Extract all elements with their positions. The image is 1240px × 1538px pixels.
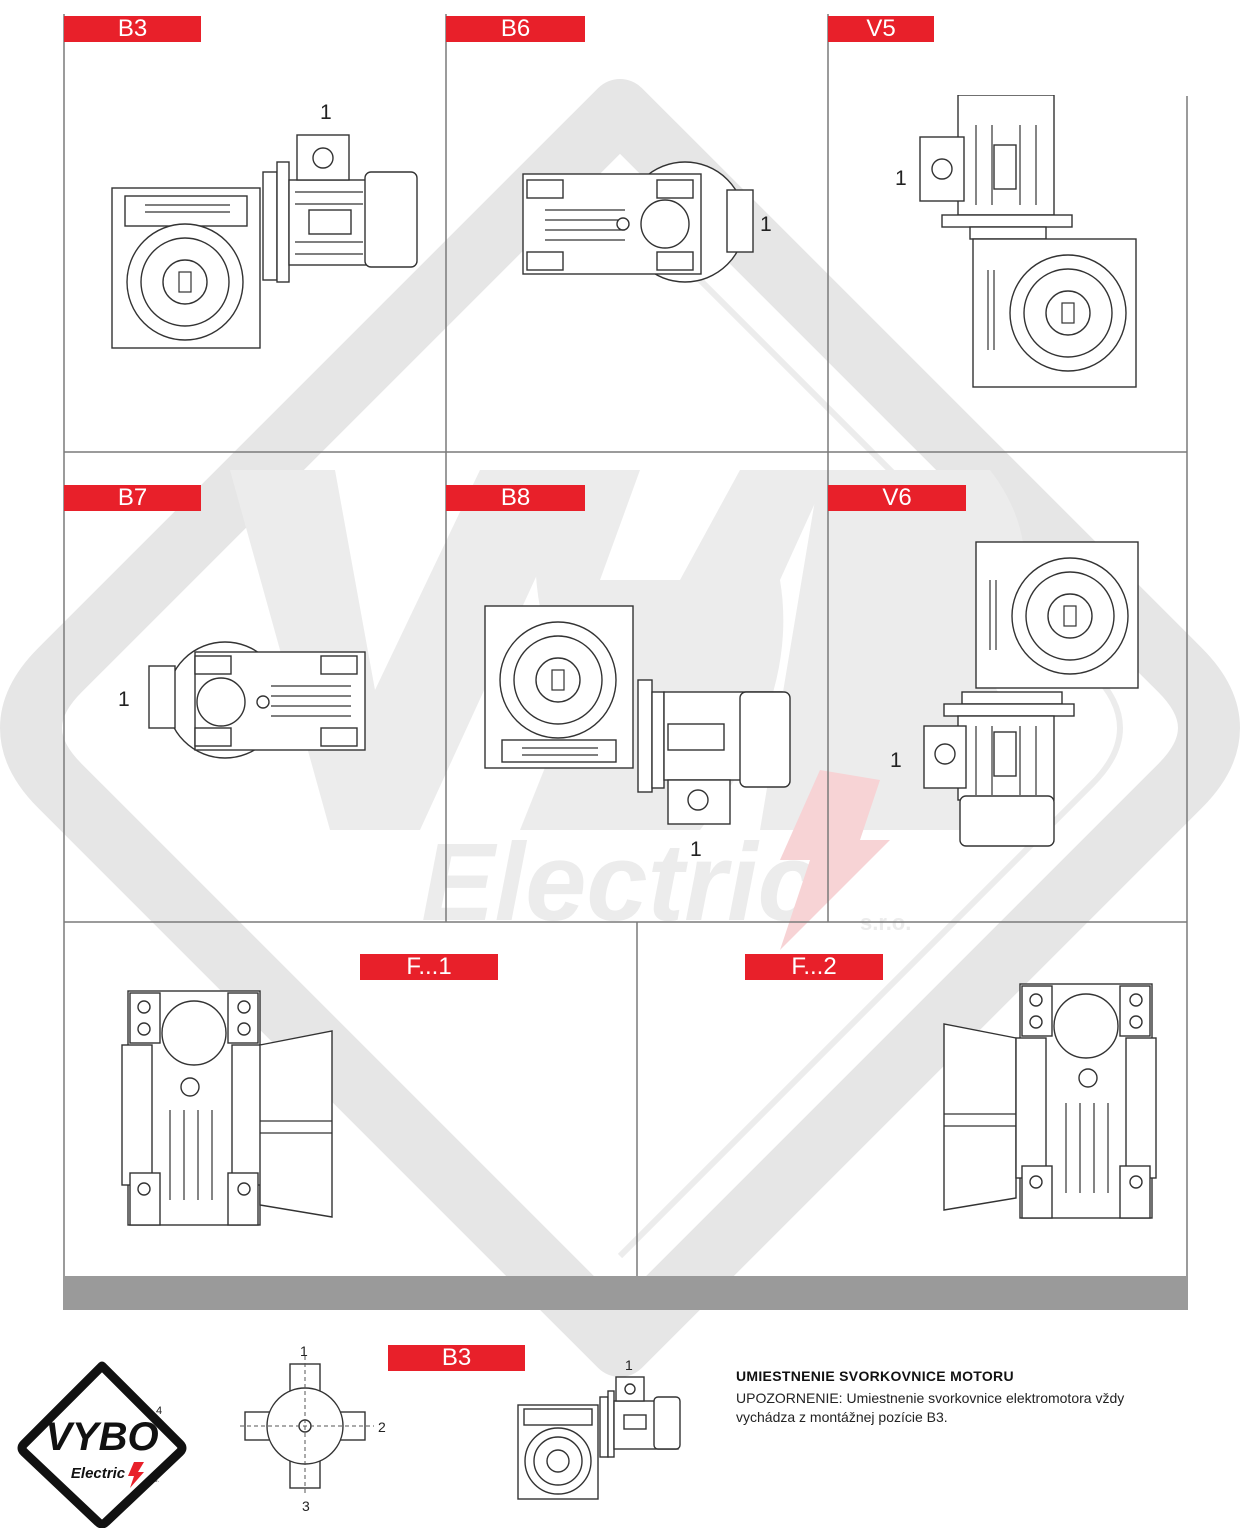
- logo-brand: VYBO: [45, 1415, 158, 1459]
- tag-b3: B3: [64, 16, 201, 42]
- flange-f2-drawing: [943, 983, 1157, 1219]
- terminal-orientation-diagram: [240, 1356, 374, 1496]
- tag-f2: F...2: [745, 954, 883, 980]
- grid: [63, 14, 1188, 1310]
- tag-b6: B6: [446, 16, 585, 42]
- orientation-label-top: 1: [300, 1343, 308, 1359]
- terminal-marker-b7: 1: [118, 688, 130, 711]
- orientation-label-left: 4: [156, 1405, 163, 1417]
- reference-b3-drawing: [517, 1376, 681, 1500]
- terminal-marker-b3: 1: [320, 101, 332, 124]
- tag-f1: F...1: [360, 954, 498, 980]
- tag-v6: V6: [828, 485, 966, 511]
- reference-terminal-marker: 1: [625, 1357, 633, 1373]
- note-text: UPOZORNENIE: Umiestnenie svorkovnice ele…: [736, 1390, 1125, 1425]
- terminal-marker-b8: 1: [690, 838, 702, 861]
- tag-b8: B8: [446, 485, 585, 511]
- orientation-label-bottom: 3: [302, 1498, 310, 1514]
- terminal-marker-b6: 1: [760, 213, 772, 236]
- terminal-marker-v6: 1: [890, 749, 902, 772]
- tag-b7: B7: [64, 485, 201, 511]
- gearmotor-b6-drawing: [522, 161, 754, 283]
- orientation-label-right: 2: [378, 1419, 386, 1435]
- terminal-marker-v5: 1: [895, 167, 907, 190]
- gearmotor-b7-drawing: [148, 641, 366, 759]
- logo-suffix: s.r.o.: [148, 1478, 159, 1484]
- logo-sub: Electric: [71, 1465, 126, 1482]
- flange-f1-drawing: [121, 990, 333, 1226]
- tag-v5: V5: [828, 16, 934, 42]
- footer-bar: [63, 1276, 1188, 1310]
- reference-tag-b3: B3: [388, 1345, 525, 1371]
- bolt-icon: [128, 1462, 144, 1488]
- gearmotor-v5-drawing: [919, 95, 1137, 388]
- vybo-logo: VYBO Electric s.r.o.: [17, 1361, 187, 1528]
- svg-text:Electric: Electric: [421, 821, 818, 944]
- note-title: UMIESTNENIE SVORKOVNICE MOTORU: [736, 1368, 1014, 1384]
- gearmotor-b3-drawing: [111, 134, 418, 349]
- gearmotor-b8-drawing: [484, 605, 791, 825]
- gearmotor-v6-drawing: [923, 541, 1139, 847]
